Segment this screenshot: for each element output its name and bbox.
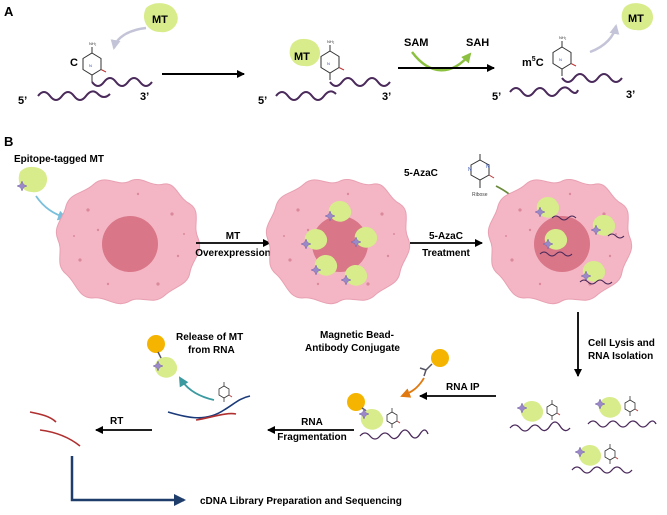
sah-label: SAH	[466, 37, 489, 49]
release-label-1: Release of MT	[176, 332, 243, 343]
a2-rna-left	[275, 90, 337, 101]
cdna-fragments	[29, 411, 81, 447]
a1-c-label: C	[70, 57, 78, 69]
a2-five-prime: 5’	[258, 95, 267, 107]
svg-text:N: N	[486, 164, 490, 170]
a1-binding-arrow	[110, 26, 147, 50]
a3-mt-label: MT	[628, 13, 644, 25]
azac-label: 5-AzaC	[404, 168, 438, 179]
a2-mt-label: MT	[294, 51, 310, 63]
magnetic-bead-label-1: Magnetic Bead-	[320, 330, 394, 341]
step-azac-label-2: Treatment	[422, 248, 470, 259]
svg-text:N: N	[468, 167, 472, 173]
a2-three-prime: 3’	[382, 91, 391, 103]
step-mt-label-2: Overexpression	[195, 248, 271, 259]
a3-three-prime: 3’	[626, 89, 635, 101]
step-fragmentation-label-1: RNA	[301, 417, 323, 428]
released-bead-mt	[147, 335, 178, 378]
arrow-final	[70, 456, 186, 506]
magnetic-bead-label-2: Antibody Conjugate	[305, 343, 400, 354]
a1-rna-left	[37, 90, 111, 101]
a3-m5c-icon	[552, 34, 577, 77]
a1-five-prime: 5’	[18, 95, 27, 107]
fragmented-rna	[167, 381, 251, 421]
release-label-2: from RNA	[188, 345, 235, 356]
bead-arrow	[400, 377, 425, 398]
m5c-label: m5C	[522, 56, 544, 69]
a2-cytidine-icon	[320, 38, 345, 81]
a1-rna-right	[91, 77, 153, 87]
step-rna-ip-label: RNA IP	[446, 382, 480, 393]
bead-antibody-icon	[419, 349, 449, 377]
isolated-complexes	[509, 395, 657, 474]
a3-rna-left	[509, 86, 579, 97]
a1-mt-enzyme: MT	[143, 3, 178, 33]
a1-mt-label: MT	[152, 14, 168, 26]
a3-rna-right	[561, 73, 623, 83]
panel-b-label: B	[4, 134, 13, 149]
a2-mt-bound: MT	[289, 38, 321, 67]
step-lysis-label-2: RNA Isolation	[588, 351, 653, 362]
a3-five-prime: 5’	[492, 91, 501, 103]
azac-molecule-icon: N N Ribose	[468, 154, 495, 198]
cell-mt-overexpressed	[265, 178, 411, 305]
sam-label: SAM	[404, 37, 428, 49]
a2-rna-right	[329, 77, 391, 87]
step-rt-label: RT	[110, 416, 123, 427]
step-mt-label-1: MT	[226, 231, 240, 242]
sam-sah-arrow	[411, 51, 472, 72]
tagged-mt-arrow	[35, 195, 68, 221]
cell3-mt-rna-complexes	[534, 196, 625, 285]
step-fragmentation-label-2: Fragmentation	[277, 432, 346, 443]
cell-untreated	[55, 178, 201, 305]
a1-three-prime: 3’	[140, 91, 149, 103]
epitope-tagged-mt-icon	[16, 166, 48, 193]
panel-a-label: A	[4, 4, 14, 19]
release-arrow	[178, 376, 215, 401]
epitope-tagged-mt-label: Epitope-tagged MT	[14, 154, 104, 165]
step-azac-label-1: 5-AzaC	[429, 231, 463, 242]
ip-complex	[347, 393, 429, 440]
a3-mt-released: MT	[621, 3, 654, 31]
a1-cytidine-icon	[82, 40, 107, 83]
final-step-label: cDNA Library Preparation and Sequencing	[200, 496, 402, 507]
a3-release-arrow	[589, 24, 620, 54]
step-lysis-label-1: Cell Lysis and	[588, 338, 655, 349]
ribose-label: Ribose	[472, 192, 488, 198]
